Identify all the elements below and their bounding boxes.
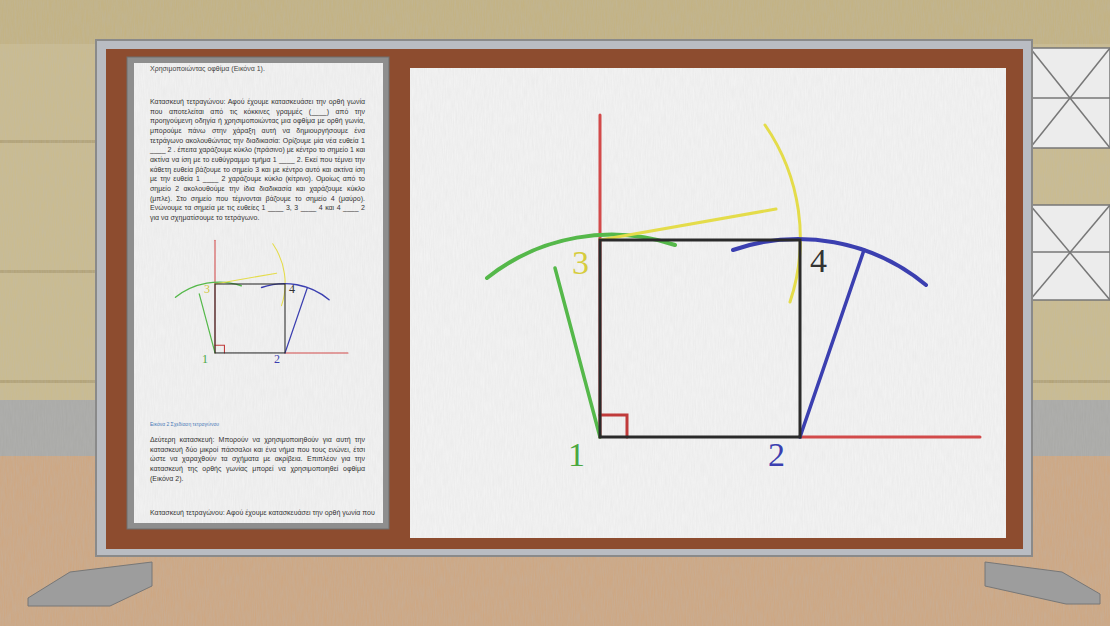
paper-frame xyxy=(127,57,389,529)
point-number: 2 xyxy=(768,438,798,472)
paper-texture xyxy=(410,68,1006,538)
paragraph: Δεύτερη κατασκευή: Μπορούν να χρησιμοποι… xyxy=(150,435,365,483)
paper-texture xyxy=(134,63,383,523)
window-frame xyxy=(1030,48,1110,300)
stand-foot xyxy=(28,562,152,606)
point-number: 2 xyxy=(274,353,288,365)
point-number: 4 xyxy=(289,283,303,295)
point-number: 1 xyxy=(568,438,598,472)
stand-foot xyxy=(985,562,1100,604)
point-number: 4 xyxy=(810,244,840,278)
page-line: Χρησιμοποιώντας οφθίμα (Εικόνα 1). xyxy=(150,64,365,74)
paragraph: Κατασκευή τετραγώνου: Αφού έχουμε κατασκ… xyxy=(150,97,365,223)
figure-caption: Εικόνα 2 Σχεδίαση τετραγώνου xyxy=(150,421,365,428)
point-number: 3 xyxy=(572,246,602,280)
paper-sheet xyxy=(410,68,1006,538)
square-construction-small xyxy=(175,240,348,353)
point-number: 3 xyxy=(204,283,218,295)
square-construction xyxy=(487,115,980,437)
board-panel xyxy=(106,49,1023,549)
point-number: 1 xyxy=(202,353,216,365)
board-frame xyxy=(96,40,1032,556)
paragraph: Κατασκευή τετραγώνου: Αφού έχουμε κατασκ… xyxy=(150,508,375,518)
paper-sheet xyxy=(134,63,383,523)
